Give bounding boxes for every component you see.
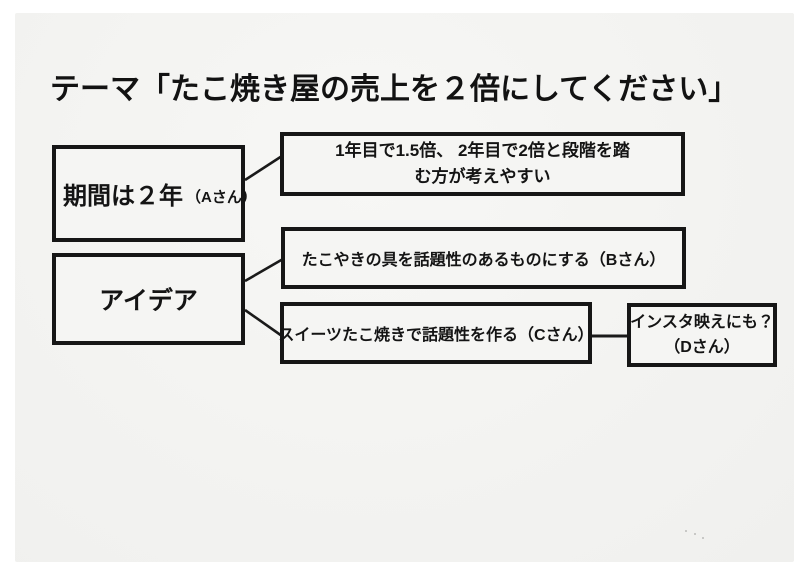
node-ingredient-box: たこやきの具を話題性のあるものにする（Bさん） [281, 227, 686, 289]
node-instagram-line2: （Dさん） [664, 339, 740, 356]
page-title: テーマ「たこ焼き屋の売上を２倍にしてください」 [50, 73, 739, 106]
node-step-plan-line2: む方が考えやすい [414, 167, 551, 186]
node-idea-box: アイデア [52, 253, 245, 345]
node-instagram-box: インスタ映えにも？ （Dさん） [627, 303, 777, 367]
paper-speck [685, 530, 687, 532]
node-sweets-label: スイーツたこ焼きで話題性を作る（Cさん） [278, 327, 594, 344]
paper-speck [694, 533, 696, 535]
node-sweets-box: スイーツたこ焼きで話題性を作る（Cさん） [278, 302, 594, 364]
node-instagram-line1: インスタ映えにも？ [630, 314, 774, 331]
node-period-box: 期間は２年 （Aさん） [52, 145, 257, 242]
paper-speck [702, 537, 704, 539]
node-step-plan-box: 1年目で1.5倍、 2年目で2倍と段階を踏 む方が考えやすい [280, 132, 685, 196]
node-period-author: （Aさん） [186, 188, 257, 206]
node-step-plan-line1: 1年目で1.5倍、 2年目で2倍と段階を踏 [335, 141, 630, 160]
node-ingredient-label: たこやきの具を話題性のあるものにする（Bさん） [301, 252, 666, 269]
node-period-label: 期間は２年 [63, 183, 183, 210]
node-idea-label: アイデア [99, 287, 198, 315]
